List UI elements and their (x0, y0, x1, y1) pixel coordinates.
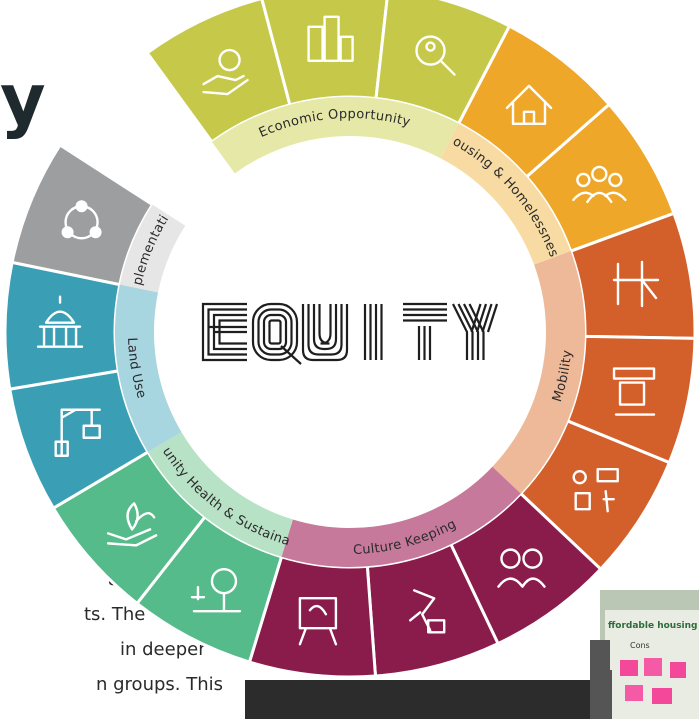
band-1 (440, 123, 571, 265)
money-hand-icon (202, 48, 249, 96)
heading-fragment: y (0, 59, 46, 141)
houses-icon (505, 84, 553, 126)
center-letter-q (251, 302, 302, 365)
equity-center-word (201, 302, 499, 365)
hand-plant-icon (106, 502, 158, 547)
body-text-line-4: n groups. This (96, 674, 224, 695)
body-text-line-3: in deeper (120, 639, 206, 660)
bus-stop-icon (612, 367, 656, 416)
construction-crane-icon (54, 408, 101, 457)
center-letter-t (403, 302, 447, 360)
body-text-line-2: ts. The (84, 604, 146, 625)
workshop-photo: ffordable housing and wo Cons (600, 590, 699, 719)
band-2 (492, 251, 586, 494)
band-6 (119, 204, 186, 293)
dancer-drum-icon (408, 589, 446, 634)
transit-network-icon (612, 260, 660, 308)
photo-column-label: Cons (630, 641, 650, 650)
center-letter-u (301, 304, 349, 362)
band-5 (115, 284, 182, 452)
inner-white-disc (155, 137, 545, 527)
easel-art-icon (298, 597, 338, 646)
center-letter-i (363, 304, 383, 360)
band-0 (211, 97, 459, 174)
cycle-network-icon (61, 200, 102, 240)
park-trees-icon (190, 567, 242, 613)
magnifier-person-icon (415, 35, 456, 76)
photo-board-title: ffordable housing and wo (608, 621, 699, 631)
people-talking-icon (497, 548, 546, 588)
multimodal-transport-icon (572, 467, 619, 513)
center-letter-e (201, 302, 247, 362)
photo-dark-area (245, 680, 625, 719)
band-3 (281, 466, 521, 568)
capitol-building-icon (36, 295, 84, 348)
community-group-icon (572, 165, 627, 204)
center-letter-y (452, 303, 499, 360)
city-buildings-icon (307, 15, 354, 62)
photo-edge (590, 640, 610, 719)
band-4 (147, 432, 293, 557)
